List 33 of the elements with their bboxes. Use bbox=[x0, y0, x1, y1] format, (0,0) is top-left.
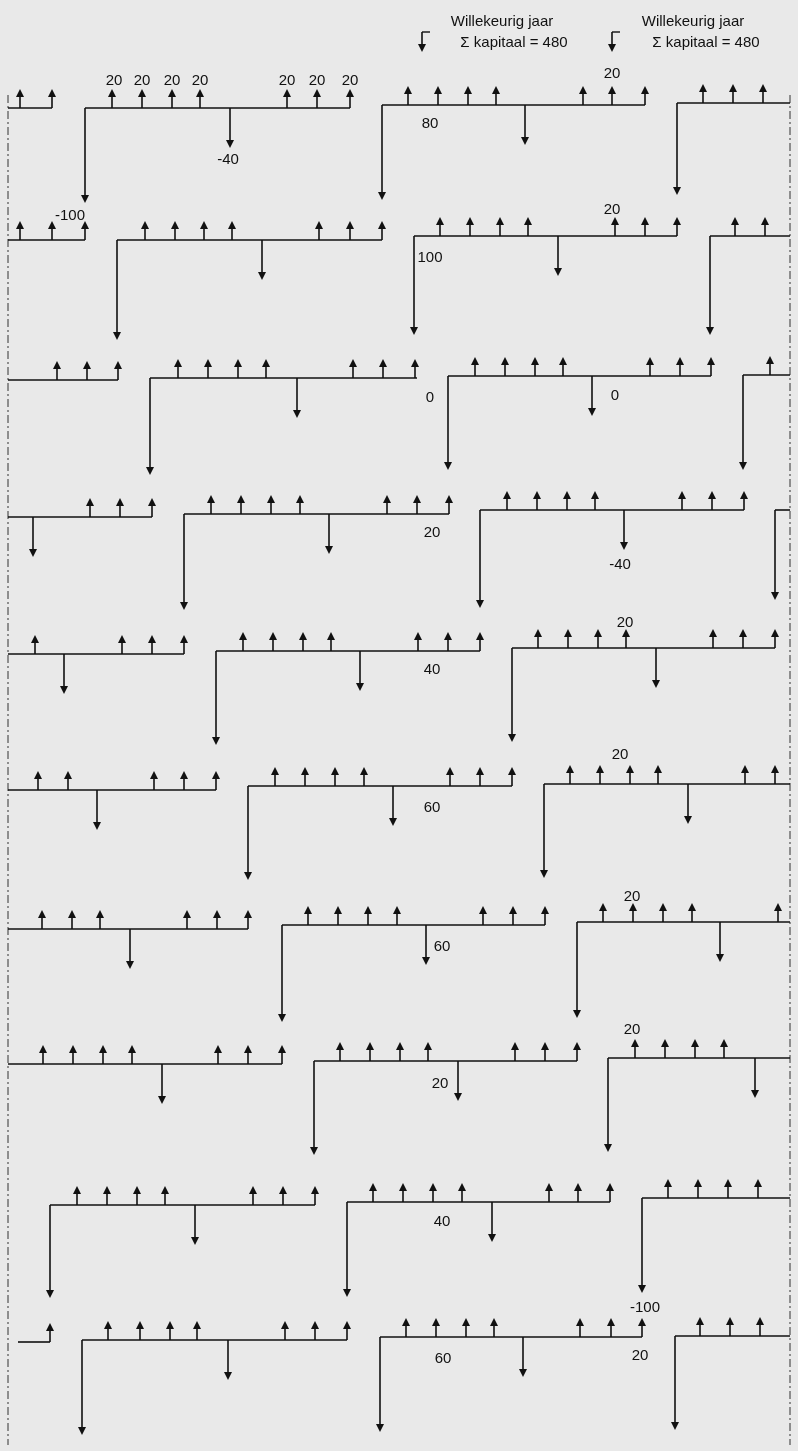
cash-flow-value: 20 bbox=[308, 70, 326, 88]
cash-flow-value: -100 bbox=[630, 1297, 660, 1315]
cash-flow-value: 40 bbox=[423, 659, 441, 677]
cash-flow-value: 20 bbox=[623, 1019, 641, 1037]
cash-flow-value: -100 bbox=[55, 205, 85, 223]
cash-flow-value: 20 bbox=[611, 744, 629, 762]
cash-flow-value: 20 bbox=[341, 70, 359, 88]
cash-flow-value: 20 bbox=[603, 199, 621, 217]
cash-flow-value: 20 bbox=[423, 522, 441, 540]
cash-flow-value: 60 bbox=[434, 1348, 452, 1366]
cash-flow-value: 0 bbox=[610, 385, 620, 403]
cash-flow-value: 20 bbox=[278, 70, 296, 88]
capital-total-note: Σ kapitaal = 480 bbox=[652, 32, 760, 50]
cash-flow-value: 20 bbox=[133, 70, 151, 88]
cash-flow-value: 20 bbox=[163, 70, 181, 88]
cash-flow-value: -40 bbox=[609, 554, 631, 572]
cash-flow-value: 60 bbox=[423, 797, 441, 815]
capital-total-note: Σ kapitaal = 480 bbox=[460, 32, 568, 50]
cash-flow-value: -40 bbox=[217, 149, 239, 167]
cash-flow-value: 20 bbox=[431, 1073, 449, 1091]
cash-flow-value: 80 bbox=[421, 113, 439, 131]
cash-flow-value: 20 bbox=[105, 70, 123, 88]
cash-flow-value: 20 bbox=[631, 1345, 649, 1363]
cash-flow-value: 20 bbox=[616, 612, 634, 630]
year-note: Willekeurig jaar bbox=[641, 11, 745, 29]
cash-flow-value: 20 bbox=[191, 70, 209, 88]
cash-flow-value: 60 bbox=[433, 936, 451, 954]
cash-flow-value: 40 bbox=[433, 1211, 451, 1229]
cash-flow-value: 100 bbox=[417, 247, 443, 265]
cash-flow-value: 20 bbox=[623, 886, 641, 904]
cash-flow-value: 20 bbox=[603, 63, 621, 81]
cash-flow-value: 0 bbox=[425, 387, 435, 405]
year-note: Willekeurig jaar bbox=[450, 11, 554, 29]
